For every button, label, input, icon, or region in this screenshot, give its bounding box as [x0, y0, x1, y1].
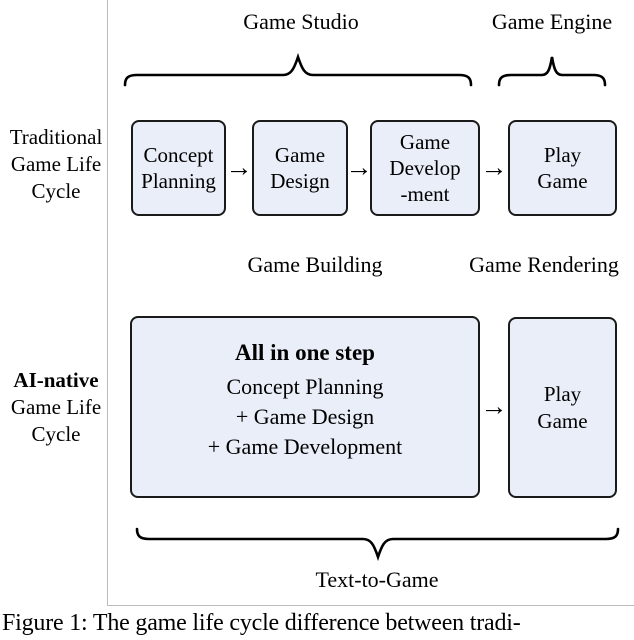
- label-line: Cycle: [31, 422, 81, 446]
- box-play-game-traditional: Play Game: [508, 120, 617, 216]
- label-game-studio: Game Studio: [243, 9, 359, 34]
- label-game-rendering: Game Rendering: [469, 252, 619, 277]
- box-text-line: Concept Planning: [226, 374, 384, 399]
- label-game-engine: Game Engine: [491, 9, 613, 34]
- box-text-line: Design: [270, 169, 330, 193]
- box-text-line: Game: [399, 130, 451, 154]
- box-game-design: Game Design: [252, 120, 348, 216]
- box-title: All in one step: [235, 340, 375, 365]
- box-text-line: Play: [543, 381, 582, 406]
- label-line: AI-native: [13, 368, 99, 392]
- label-game-building: Game Building: [247, 252, 383, 277]
- label-traditional-game-life-cycle: Traditional Game Life Cycle: [0, 124, 112, 205]
- arrow-icon: →: [345, 152, 373, 182]
- label-line: Game Life: [10, 152, 102, 176]
- box-text-line: + Game Development: [207, 434, 403, 459]
- box-all-in-one-step: All in one step Concept Planning + Game …: [130, 316, 480, 498]
- label-ai-native-game-life-cycle: AI-native Game Life Cycle: [0, 367, 112, 448]
- box-text-line: Concept: [143, 143, 214, 167]
- label-text-to-game: Text-to-Game: [315, 567, 439, 592]
- page-frame-vertical-line: [107, 0, 108, 605]
- box-play-game-ai-native: Play Game: [508, 317, 617, 498]
- box-concept-planning: Concept Planning: [131, 120, 226, 216]
- arrow-icon: →: [480, 152, 508, 182]
- box-text-line: Planning: [141, 169, 216, 193]
- label-line: Game Life: [10, 395, 102, 419]
- box-text-line: Game: [537, 408, 588, 433]
- box-text-line: + Game Design: [235, 404, 375, 429]
- page-frame-bottom-line: [107, 605, 634, 606]
- box-text-line: Game: [537, 169, 588, 193]
- label-line: Traditional: [9, 125, 103, 149]
- box-text-line: Develop: [389, 156, 461, 180]
- brace-game-studio: [123, 53, 473, 87]
- box-text-line: -ment: [400, 182, 450, 206]
- arrow-icon: →: [225, 152, 253, 182]
- brace-game-engine: [497, 56, 607, 87]
- arrow-icon: →: [480, 391, 508, 421]
- figure-caption: Figure 1: The game life cycle difference…: [2, 610, 521, 636]
- box-text-line: Game: [274, 143, 326, 167]
- label-line: Cycle: [31, 179, 81, 203]
- box-text-line: Play: [543, 143, 582, 167]
- brace-text-to-game: [135, 527, 620, 561]
- box-game-development: Game Develop -ment: [370, 120, 480, 216]
